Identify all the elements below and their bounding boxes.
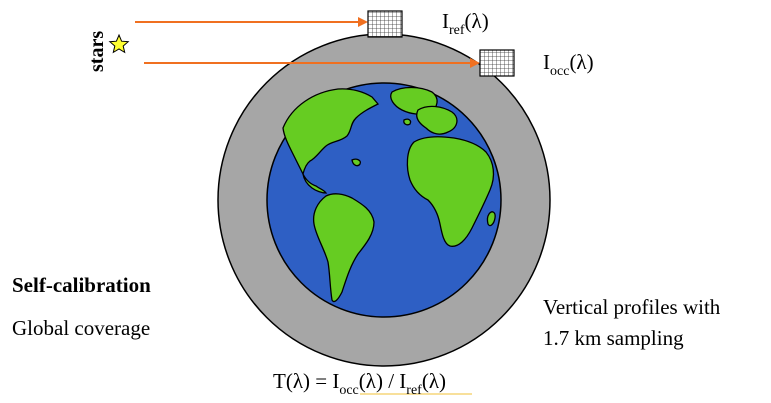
vertical-profiles-line2: 1.7 km sampling [543, 326, 684, 350]
earth-continents [282, 86, 496, 303]
ray-occultation [144, 58, 480, 68]
vertical-profiles-line1: Vertical profiles with [543, 295, 721, 319]
detector-reference [367, 10, 403, 38]
global-coverage-label: Global coverage [12, 316, 151, 340]
transmission-formula: T(λ) = Iocc(λ) / Iref(λ) [273, 369, 446, 398]
i-ref-label: Iref(λ) [442, 9, 489, 38]
detector-occultation [479, 49, 515, 77]
star-icon [108, 33, 130, 54]
ray-reference [135, 17, 368, 27]
stars-label: stars [86, 31, 108, 72]
self-calibration-label: Self-calibration [12, 273, 151, 297]
i-occ-label: Iocc(λ) [543, 50, 594, 79]
